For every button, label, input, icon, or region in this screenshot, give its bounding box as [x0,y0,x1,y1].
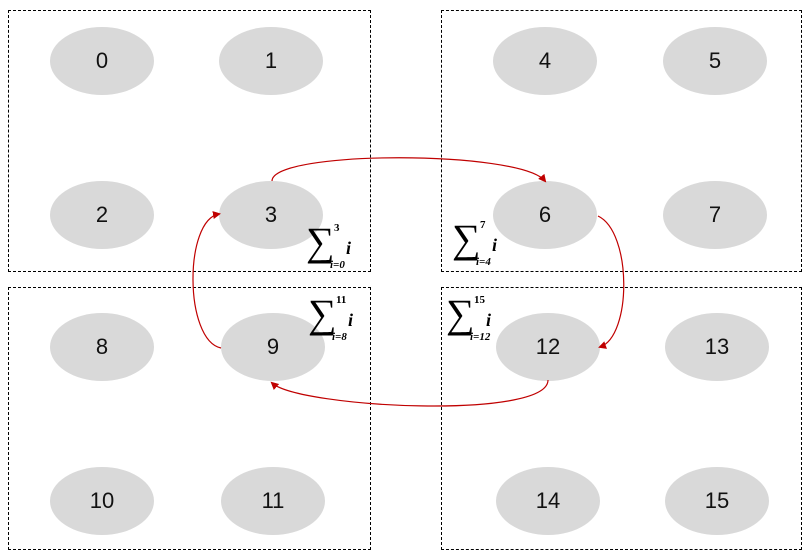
sum-upper-limit: 3 [334,222,340,234]
node-12: 12 [496,313,600,381]
node-13: 13 [665,313,769,381]
sum-body: i [346,238,352,258]
node-15: 15 [665,467,769,535]
sigma-symbol: ∑ [446,291,475,336]
node-0: 0 [50,27,154,95]
node-1: 1 [219,27,323,95]
node-14: 14 [496,467,600,535]
sum-body: i [348,310,354,330]
node-4: 4 [493,27,597,95]
group-box-8-11 [8,287,371,550]
sum-body: i [486,310,492,330]
node-9: 9 [221,313,325,381]
sigma-symbol: ∑ [306,219,335,264]
sum-upper-limit: 11 [336,294,347,306]
sum-lower-limit: i=0 [330,259,345,271]
sum-lower-limit: i=8 [332,331,347,343]
node-7: 7 [663,181,767,249]
node-10: 10 [50,467,154,535]
sum-label-4-7: ∑ 7 i=4 i [452,219,522,271]
sum-label-12-15: ∑ 15 i=12 i [446,294,516,346]
node-11: 11 [221,467,325,535]
sum-upper-limit: 7 [480,219,486,231]
node-5: 5 [663,27,767,95]
sum-lower-limit: i=4 [476,256,491,268]
group-box-0-3 [8,10,371,272]
node-3: 3 [219,181,323,249]
node-8: 8 [50,313,154,381]
node-6: 6 [493,181,597,249]
sum-upper-limit: 15 [474,294,485,306]
sum-body: i [492,235,498,255]
sum-label-8-11: ∑ 11 i=8 i [308,294,378,346]
sum-lower-limit: i=12 [470,331,491,343]
node-2: 2 [50,181,154,249]
sum-label-0-3: ∑ 3 i=0 i [306,222,376,274]
sigma-symbol: ∑ [452,216,481,261]
sigma-symbol: ∑ [308,291,337,336]
